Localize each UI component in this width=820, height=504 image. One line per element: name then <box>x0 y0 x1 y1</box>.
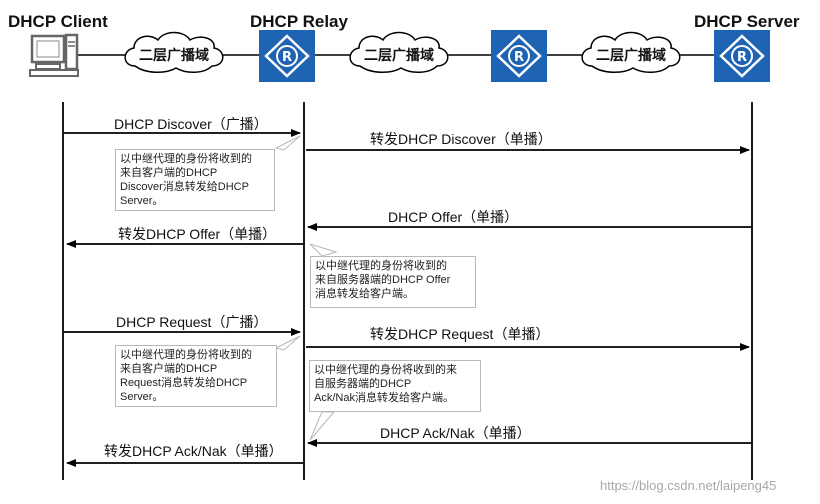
cloud-label: 二层广播域 <box>596 47 666 64</box>
broadcast-domain-cloud: 二层广播域 <box>124 31 224 73</box>
note-pointer <box>274 135 301 151</box>
server-label: DHCP Server <box>694 12 800 31</box>
request-note: 以中继代理的身份将收到的 来自客户端的DHCP Request消息转发给DHCP… <box>115 345 277 407</box>
router-icon: R <box>259 30 315 82</box>
discover-label: DHCP Discover（广播） <box>114 116 268 132</box>
offer-note: 以中继代理的身份将收到的 来自服务器端的DHCP Offer 消息转发给客户端。 <box>310 256 476 308</box>
note-pointer <box>274 335 301 351</box>
offer-label: DHCP Offer（单播） <box>388 209 519 225</box>
request-forward-label: 转发DHCP Request（单播） <box>370 326 550 342</box>
cloud-label: 二层广播域 <box>364 47 434 64</box>
cloud-label: 二层广播域 <box>139 47 209 64</box>
svg-text:R: R <box>282 50 292 65</box>
ack-note: 以中继代理的身份将收到的来 自服务器端的DHCP Ack/Nak消息转发给客户端… <box>309 360 481 412</box>
relay-label: DHCP Relay <box>250 12 348 31</box>
watermark: https://blog.csdn.net/laipeng45 <box>600 478 777 493</box>
broadcast-domain-cloud: 二层广播域 <box>581 31 681 73</box>
note-pointer <box>309 411 336 441</box>
ack-forward-label: 转发DHCP Ack/Nak（单播） <box>104 443 283 459</box>
discover-note: 以中继代理的身份将收到的 来自客户端的DHCP Discover消息转发给DHC… <box>115 149 275 211</box>
broadcast-domain-cloud: 二层广播域 <box>349 31 449 73</box>
client-label: DHCP Client <box>8 12 108 31</box>
discover-forward-label: 转发DHCP Discover（单播） <box>370 131 552 147</box>
ack-label: DHCP Ack/Nak（单播） <box>380 425 531 441</box>
note-pointer <box>309 243 338 257</box>
offer-forward-label: 转发DHCP Offer（单播） <box>118 226 277 242</box>
pc-icon <box>29 33 79 77</box>
svg-text:R: R <box>737 50 747 65</box>
svg-text:R: R <box>514 50 524 65</box>
router-icon: R <box>714 30 770 82</box>
request-label: DHCP Request（广播） <box>116 314 268 330</box>
router-icon: R <box>491 30 547 82</box>
